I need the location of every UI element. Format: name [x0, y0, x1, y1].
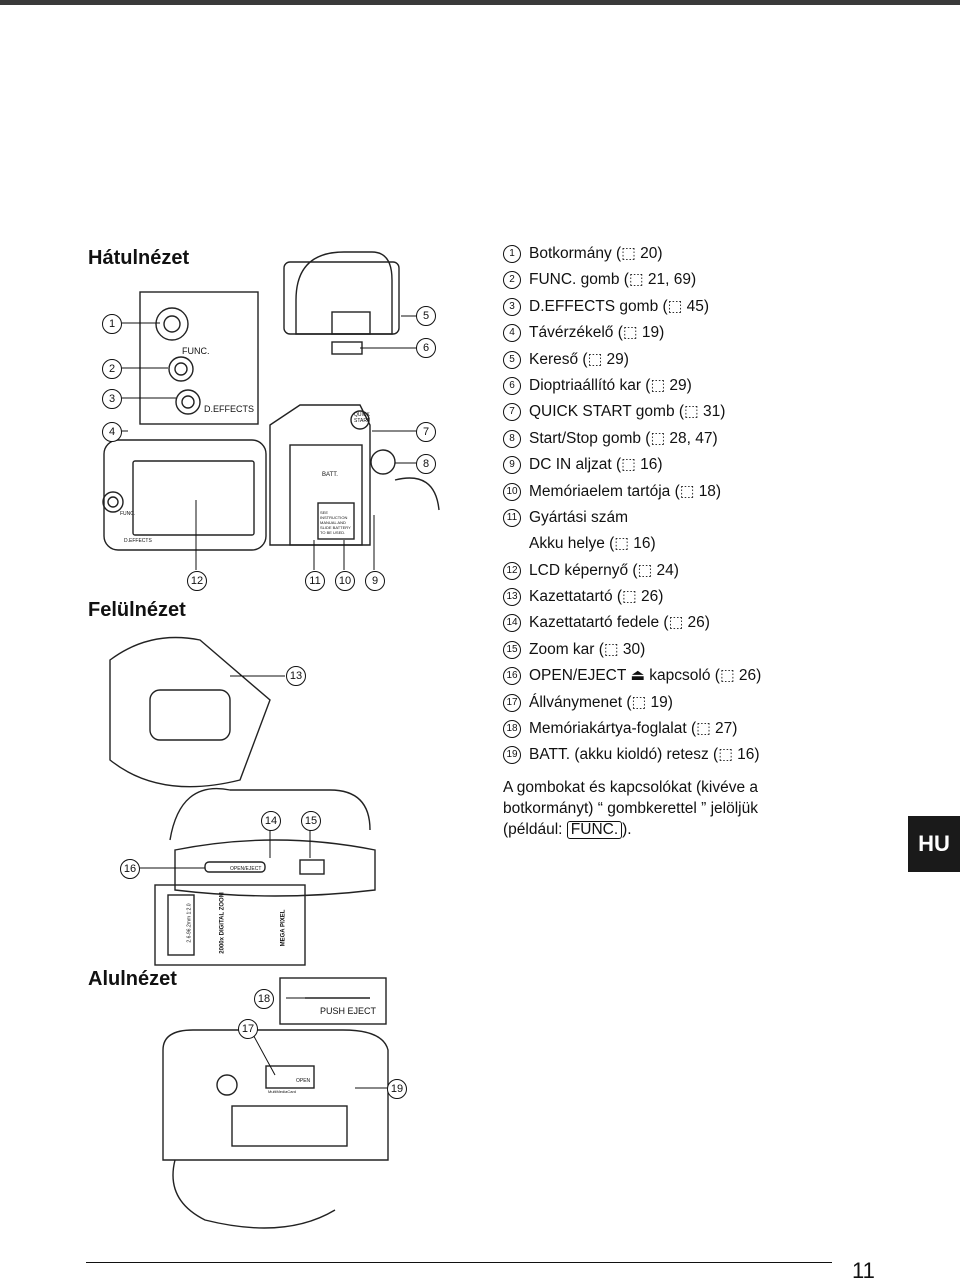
push-eject-label: PUSH EJECT: [320, 1006, 377, 1016]
callout-9: 9: [365, 571, 385, 591]
open-eject-label: OPEN/EJECT: [230, 866, 262, 872]
func-label: FUNC.: [182, 346, 210, 356]
callout-12: 12: [187, 571, 207, 591]
callout-11: 11: [305, 571, 325, 591]
callout-10: 10: [335, 571, 355, 591]
mega-pixel-label: MEGA PIXEL: [280, 909, 287, 947]
callout-1: 1: [102, 314, 122, 334]
zoom-label: 2000x DIGITAL ZOOM: [219, 892, 226, 954]
heading-bottom-view: Alulnézet: [88, 968, 177, 990]
battery-instruction: SEE INSTRUCTION MANUAL AND SLIDE BATTERY…: [320, 510, 351, 535]
quick-start-label: QUICK START: [354, 412, 370, 424]
callout-17: 17: [238, 1019, 258, 1039]
footer-rule: [86, 1262, 832, 1264]
d-effects-label: D.EFFECTS: [204, 404, 255, 414]
page-number: 11: [852, 1258, 875, 1283]
callout-14: 14: [261, 811, 281, 831]
heading-top-view: Felülnézet: [88, 599, 186, 621]
language-tab: HU: [908, 816, 960, 872]
open-label: OPEN: [296, 1078, 311, 1084]
callout-8: 8: [416, 454, 436, 474]
func-button-example: FUNC.: [566, 821, 623, 839]
callout-6: 6: [416, 338, 436, 358]
d-effects-small-label: D.EFFECTS: [124, 538, 152, 544]
button-detail-box: [139, 291, 259, 425]
batt-label: BATT.: [322, 472, 338, 478]
multimedia-card-label: MultiMediaCard: [268, 1089, 297, 1094]
callout-2: 2: [102, 359, 122, 379]
callout-16: 16: [120, 859, 140, 879]
callout-4: 4: [102, 422, 122, 442]
top-rule: [0, 0, 960, 5]
callout-5: 5: [416, 306, 436, 326]
callout-3: 3: [102, 389, 122, 409]
callout-19: 19: [387, 1079, 407, 1099]
callout-7: 7: [416, 422, 436, 442]
callout-13: 13: [286, 666, 306, 686]
heading-rear-view: Hátulnézet: [88, 247, 190, 269]
callout-15: 15: [301, 811, 321, 831]
func-small-label: FUNC.: [120, 511, 136, 517]
button-frame-note: A gombokat és kapcsolókat (kivéve a botk…: [503, 779, 759, 839]
lens-spec-label: 2.6-96.2mm 1:2.0: [186, 903, 193, 943]
callout-18: 18: [254, 989, 274, 1009]
